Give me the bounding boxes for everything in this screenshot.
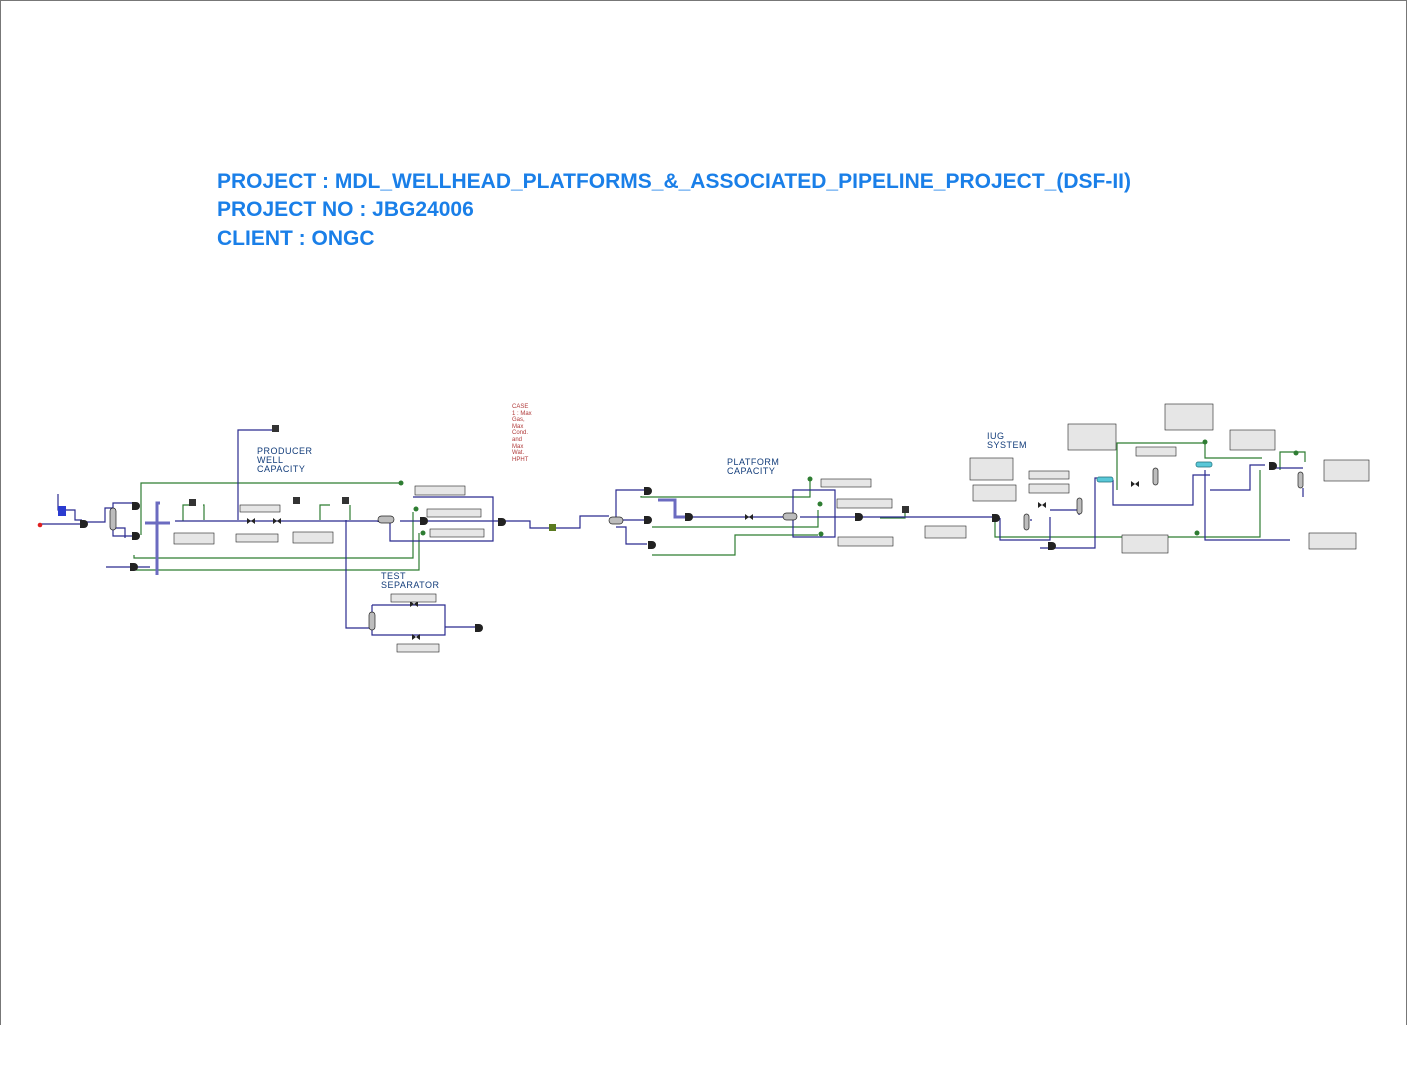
set-block-icon[interactable] (1293, 450, 1299, 456)
set-block-icon[interactable] (398, 480, 404, 486)
production-separator[interactable] (377, 515, 395, 524)
tee-icon[interactable] (644, 487, 656, 549)
test-separator-label: TEST SEPARATOR (381, 571, 440, 590)
adjust-block-icon[interactable] (272, 425, 279, 432)
mixer-icon[interactable] (80, 520, 88, 528)
mixer-icon[interactable] (855, 513, 863, 521)
heat-exchanger-2[interactable] (1195, 461, 1213, 468)
set-block-icon[interactable] (817, 501, 823, 507)
set-block-icon[interactable] (1194, 530, 1200, 536)
set-block-icon[interactable] (413, 506, 419, 512)
adjust-block-icon[interactable] (293, 497, 300, 504)
spreadsheet-tables (173, 403, 1370, 653)
mixer-icon[interactable] (685, 513, 693, 521)
feed-source-icon (37, 522, 43, 528)
mixer-icon[interactable] (1048, 542, 1056, 550)
adjust-block-icon[interactable] (342, 497, 349, 504)
page-frame (0, 0, 1407, 1025)
equipment (37, 425, 1304, 640)
mixer-icon[interactable] (498, 518, 506, 526)
producer-well-capacity-label: PRODUCER WELL CAPACITY (257, 446, 313, 474)
heat-exchanger-1[interactable] (1096, 476, 1114, 483)
client-name: CLIENT : ONGC (217, 227, 375, 250)
pump-icon[interactable] (58, 506, 66, 516)
pipe-segment-icon[interactable] (549, 524, 556, 531)
test-separator-vessel[interactable] (368, 611, 376, 631)
material-streams (40, 429, 1304, 636)
mixer-icon[interactable] (420, 517, 428, 525)
valve-icon[interactable] (410, 601, 418, 607)
valve-icon[interactable] (247, 518, 255, 524)
set-block-icon[interactable] (818, 531, 824, 537)
inlet-separator[interactable] (109, 507, 117, 531)
valve-icon[interactable] (745, 514, 753, 520)
platform-capacity-label: PLATFORM CAPACITY (727, 457, 780, 476)
platform-separator[interactable] (608, 516, 624, 525)
iug-separator-2[interactable] (1152, 467, 1159, 486)
project-title: PROJECT : MDL_WELLHEAD_PLATFORMS_&_ASSOC… (217, 170, 1131, 193)
adjust-block-icon[interactable] (189, 499, 196, 506)
platform-separator-2[interactable] (782, 512, 798, 521)
set-block-icon[interactable] (1202, 439, 1208, 445)
valve-icon[interactable] (1038, 502, 1046, 508)
tee-icon[interactable] (130, 502, 140, 571)
iug-system-label: IUG SYSTEM (987, 431, 1028, 450)
case-note: CASE 1 : Max Gas, Max Cond. and Max Wat.… (512, 404, 532, 463)
mixer-icon[interactable] (475, 624, 483, 632)
project-number: PROJECT NO : JBG24006 (217, 198, 474, 221)
valve-icon[interactable] (412, 634, 420, 640)
iug-separator[interactable] (1023, 513, 1030, 531)
iug-scrubber[interactable] (1076, 497, 1083, 515)
set-block-icon[interactable] (807, 476, 813, 482)
set-block-icon[interactable] (420, 530, 426, 536)
valve-icon[interactable] (273, 518, 281, 524)
adjust-block-icon[interactable] (902, 506, 909, 513)
iug-separator-3[interactable] (1297, 471, 1304, 489)
valve-icon[interactable] (1131, 481, 1139, 487)
